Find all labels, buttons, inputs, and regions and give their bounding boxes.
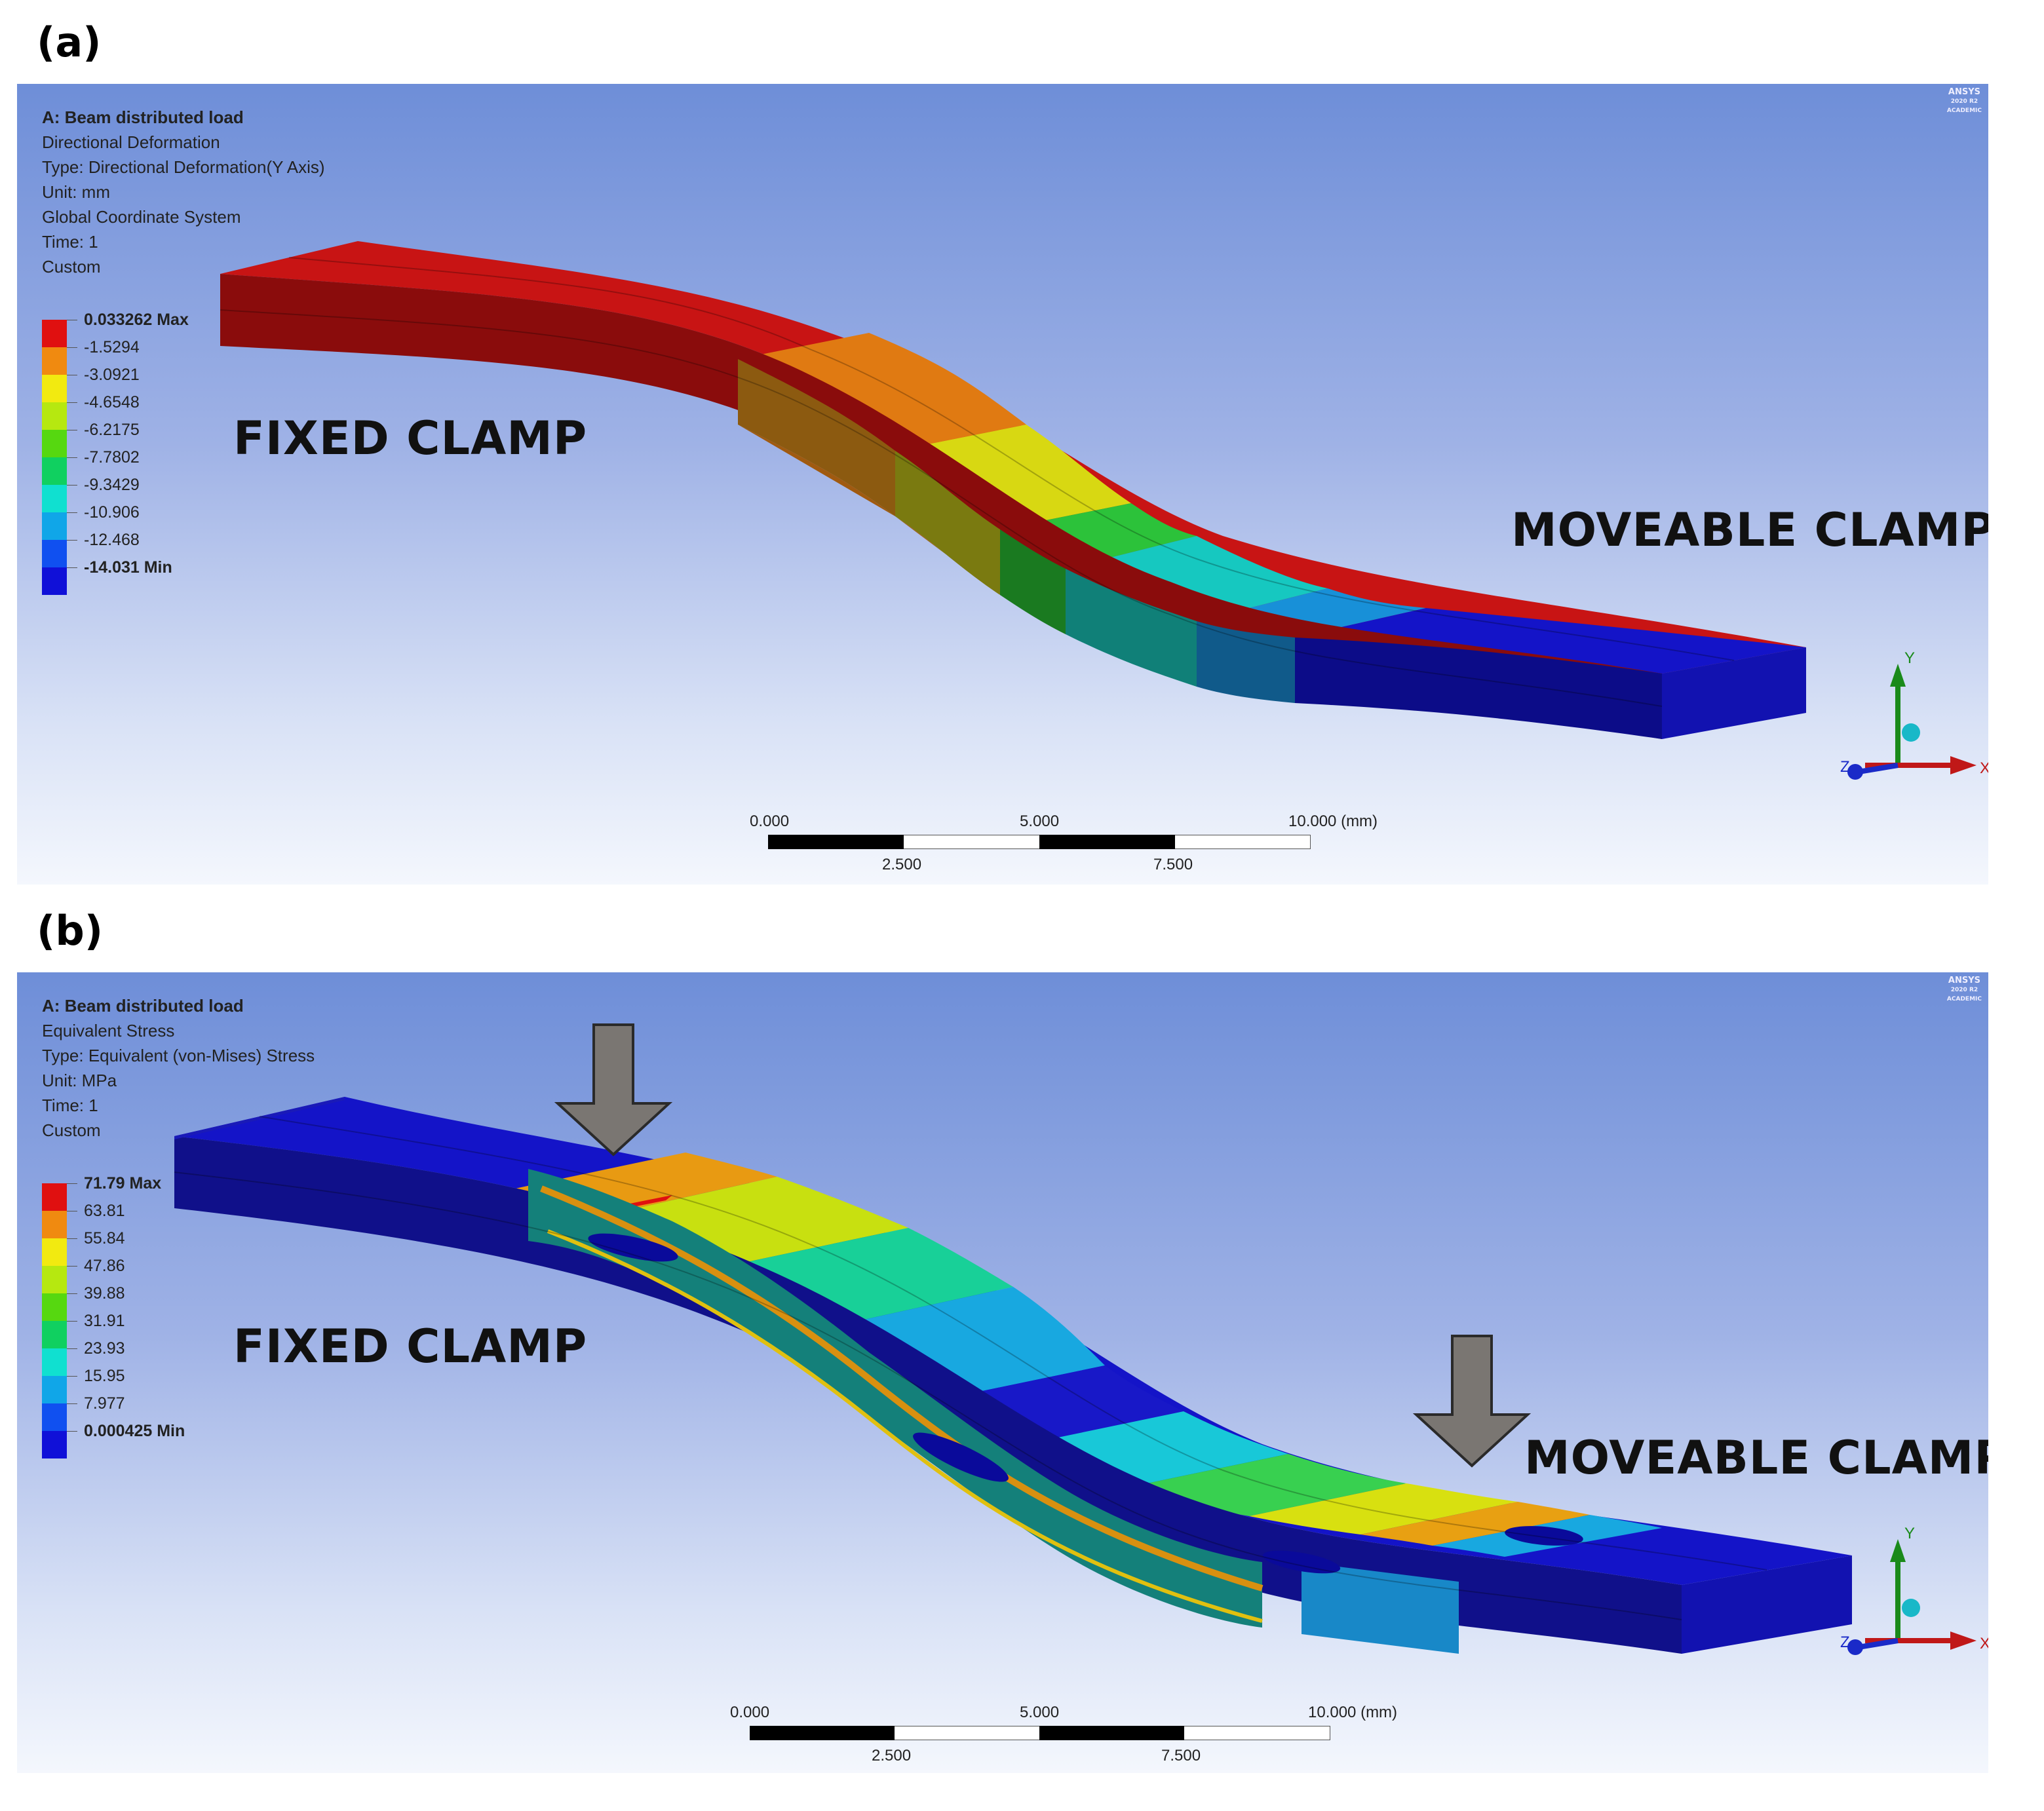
legend-swatch bbox=[42, 485, 67, 512]
legend-swatch bbox=[42, 1266, 67, 1293]
legend-label: 0.033262 Max bbox=[84, 311, 189, 329]
legend-tick bbox=[67, 1348, 77, 1349]
legend-tick bbox=[67, 1321, 77, 1322]
svg-text:X: X bbox=[1980, 759, 1988, 777]
svg-text:Z: Z bbox=[1840, 1633, 1850, 1651]
legend-tick bbox=[67, 1431, 77, 1432]
result-info-a: A: Beam distributed load Directional Def… bbox=[42, 107, 325, 276]
legend-swatch bbox=[42, 1376, 67, 1403]
scale-bar-b: 0.000 5.000 10.000 (mm) 2.500 7.500 bbox=[730, 1704, 1398, 1764]
legend-swatch bbox=[42, 1321, 67, 1348]
legend-swatch bbox=[42, 567, 67, 595]
legend-swatch bbox=[42, 1403, 67, 1431]
legend-label: -7.7802 bbox=[84, 448, 140, 467]
legend-swatch bbox=[42, 540, 67, 567]
legend-swatch bbox=[42, 1293, 67, 1321]
legend-tick bbox=[67, 347, 77, 348]
legend-tick bbox=[67, 1266, 77, 1267]
legend-label: -3.0921 bbox=[84, 366, 140, 384]
legend-label: -9.3429 bbox=[84, 476, 140, 494]
legend-swatch bbox=[42, 512, 67, 540]
legend-label: 23.93 bbox=[84, 1339, 125, 1358]
legend-swatch bbox=[42, 1238, 67, 1266]
svg-text:Z: Z bbox=[1840, 758, 1850, 776]
legend-tick bbox=[67, 485, 77, 486]
svg-text:Y: Y bbox=[1904, 649, 1915, 667]
legend-label: -6.2175 bbox=[84, 421, 140, 439]
legend-swatch bbox=[42, 430, 67, 457]
legend-tick bbox=[67, 540, 77, 541]
panel-a-tag: (a) bbox=[37, 18, 102, 66]
legend-tick bbox=[67, 1403, 77, 1404]
legend-tick bbox=[67, 567, 77, 568]
legend-swatch bbox=[42, 457, 67, 485]
legend-swatch bbox=[42, 320, 67, 347]
legend-label: -10.906 bbox=[84, 503, 140, 522]
result-info-b: A: Beam distributed load Equivalent Stre… bbox=[42, 996, 315, 1140]
stress-beam-svg bbox=[174, 1023, 1852, 1654]
legend-tick bbox=[67, 1183, 77, 1184]
legend-label: 47.86 bbox=[84, 1257, 125, 1275]
legend-tick bbox=[67, 402, 77, 403]
legend-label: 0.000425 Min bbox=[84, 1422, 185, 1440]
legend-tick bbox=[67, 1238, 77, 1239]
legend-label: -14.031 Min bbox=[84, 558, 172, 577]
legend-swatch bbox=[42, 1211, 67, 1238]
fixed-clamp-label-a: FIXED CLAMP bbox=[233, 411, 588, 465]
legend-label: -12.468 bbox=[84, 531, 140, 549]
legend-tick bbox=[67, 1293, 77, 1294]
scale-bar-a: 0.000 5.000 10.000 (mm) 2.500 7.500 bbox=[750, 812, 1378, 873]
legend-label: -4.6548 bbox=[84, 393, 140, 411]
svg-text:Y: Y bbox=[1904, 1525, 1915, 1542]
legend-label: 55.84 bbox=[84, 1229, 125, 1248]
legend-label: 31.91 bbox=[84, 1312, 125, 1330]
legend-swatch bbox=[42, 1183, 67, 1211]
legend-swatch bbox=[42, 402, 67, 430]
legend-tick bbox=[67, 457, 77, 458]
legend-swatch bbox=[42, 1348, 67, 1376]
axis-triad-a: Y X Z bbox=[1840, 649, 1988, 780]
legend-tick bbox=[67, 512, 77, 513]
legend-label: 63.81 bbox=[84, 1202, 125, 1220]
legend-tick bbox=[67, 1376, 77, 1377]
fixed-clamp-label-b: FIXED CLAMP bbox=[233, 1320, 588, 1373]
load-arrow-1 bbox=[554, 1023, 673, 1156]
legend-swatch bbox=[42, 347, 67, 375]
deformation-beam-svg bbox=[220, 241, 1806, 739]
legend-label: 71.79 Max bbox=[84, 1174, 162, 1192]
axis-triad-b: Y X Z bbox=[1840, 1525, 1988, 1655]
moveable-clamp-label-b: MOVEABLE CLAMP bbox=[1524, 1431, 1988, 1485]
legend-swatch bbox=[42, 375, 67, 402]
legend-label: 39.88 bbox=[84, 1284, 125, 1303]
panel-b-tag: (b) bbox=[37, 907, 104, 955]
legend-swatch bbox=[42, 1431, 67, 1458]
legend-label: 15.95 bbox=[84, 1367, 125, 1385]
legend-label: 7.977 bbox=[84, 1394, 125, 1413]
load-arrow-2 bbox=[1412, 1335, 1532, 1468]
moveable-clamp-label-a: MOVEABLE CLAMP bbox=[1511, 503, 1988, 557]
svg-text:X: X bbox=[1980, 1635, 1988, 1652]
legend-label: -1.5294 bbox=[84, 338, 140, 356]
